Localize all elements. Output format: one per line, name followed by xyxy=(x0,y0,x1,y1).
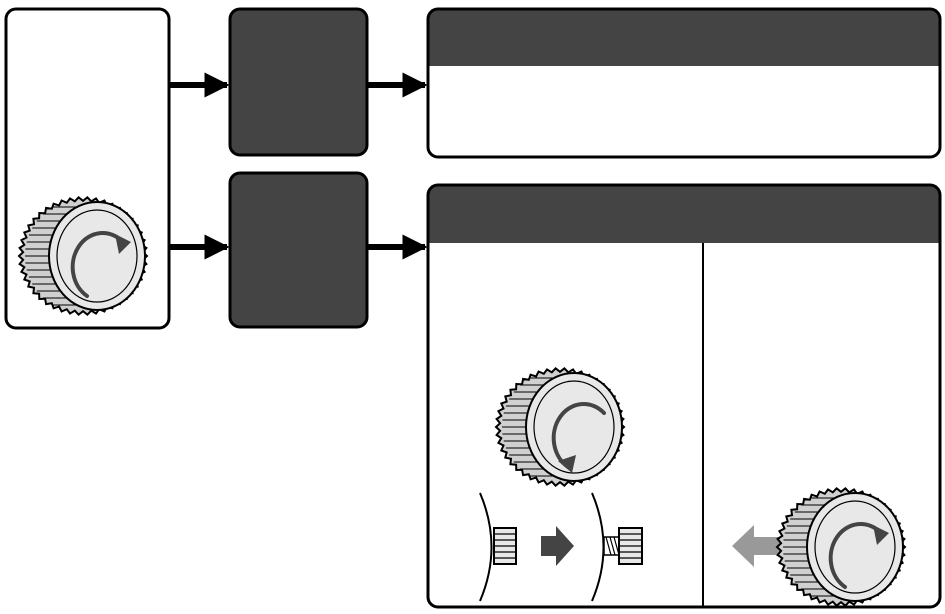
knurled-crown-clockwise-icon xyxy=(17,195,149,317)
pull-out-arrow-icon xyxy=(732,525,785,567)
knurled-crown-clockwise-icon xyxy=(775,486,907,608)
crown-unscrewed-side-view-icon xyxy=(591,492,643,602)
transition-arrow-icon xyxy=(541,526,574,566)
step-top-box xyxy=(228,7,369,157)
crown-screw-side-view-icon xyxy=(479,492,517,602)
result-bottom-header xyxy=(428,185,940,243)
result-bottom-right-panel xyxy=(732,486,907,608)
result-top-box xyxy=(426,7,942,159)
result-top-header xyxy=(428,9,940,66)
result-bottom-left-panel xyxy=(479,366,643,602)
crown-source-box xyxy=(4,7,171,330)
knurled-crown-counterclockwise-icon xyxy=(494,366,626,488)
step-bottom-box xyxy=(228,171,369,329)
result-bottom-box xyxy=(426,183,942,609)
